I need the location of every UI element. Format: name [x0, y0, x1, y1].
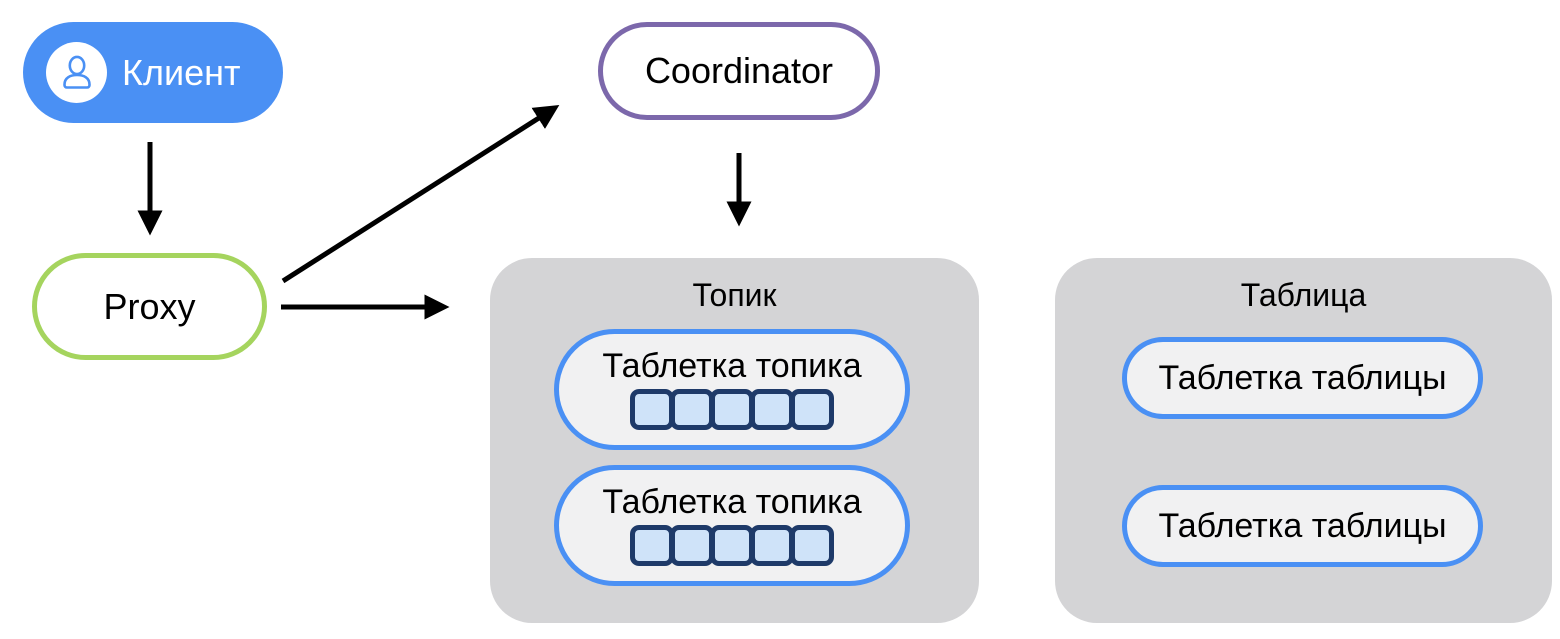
node-proxy: Proxy: [32, 253, 267, 360]
partition-square: [670, 525, 714, 566]
node-coordinator-label: Coordinator: [644, 50, 834, 91]
avatar: [46, 42, 107, 103]
table-group: Таблица Таблетка таблицы Таблетка таблиц…: [1055, 258, 1552, 623]
partition-square: [750, 525, 794, 566]
topic-group: Топик Таблетка топика Таблетка топика: [490, 258, 979, 623]
topic-tablet-label: Таблетка топика: [602, 347, 862, 385]
node-coordinator: Coordinator: [598, 22, 880, 120]
table-tablet: Таблетка таблицы: [1122, 485, 1483, 567]
node-client: Клиент: [23, 22, 283, 123]
table-group-title: Таблица: [1240, 277, 1367, 313]
user-icon: [62, 55, 91, 89]
partition-square: [710, 389, 754, 430]
topic-tablet-label: Таблетка топика: [602, 483, 862, 521]
partition-square: [630, 389, 674, 430]
arrow-proxy-to-coordinator: [281, 104, 560, 284]
topic-tablet: Таблетка топика: [554, 329, 910, 450]
table-tablet: Таблетка таблицы: [1122, 337, 1483, 419]
table-tablet-label: Таблетка таблицы: [1158, 506, 1447, 545]
partition-square: [710, 525, 754, 566]
partition-square: [670, 389, 714, 430]
node-client-label: Клиент: [122, 51, 241, 93]
node-proxy-label: Proxy: [103, 285, 196, 327]
partition-row: [630, 389, 834, 430]
partition-square: [790, 389, 834, 430]
table-tablet-label: Таблетка таблицы: [1158, 358, 1447, 397]
partition-square: [750, 389, 794, 430]
topic-tablet: Таблетка топика: [554, 465, 910, 586]
topic-group-title: Топик: [692, 277, 777, 313]
partition-square: [790, 525, 834, 566]
partition-square: [630, 525, 674, 566]
partition-row: [630, 525, 834, 566]
